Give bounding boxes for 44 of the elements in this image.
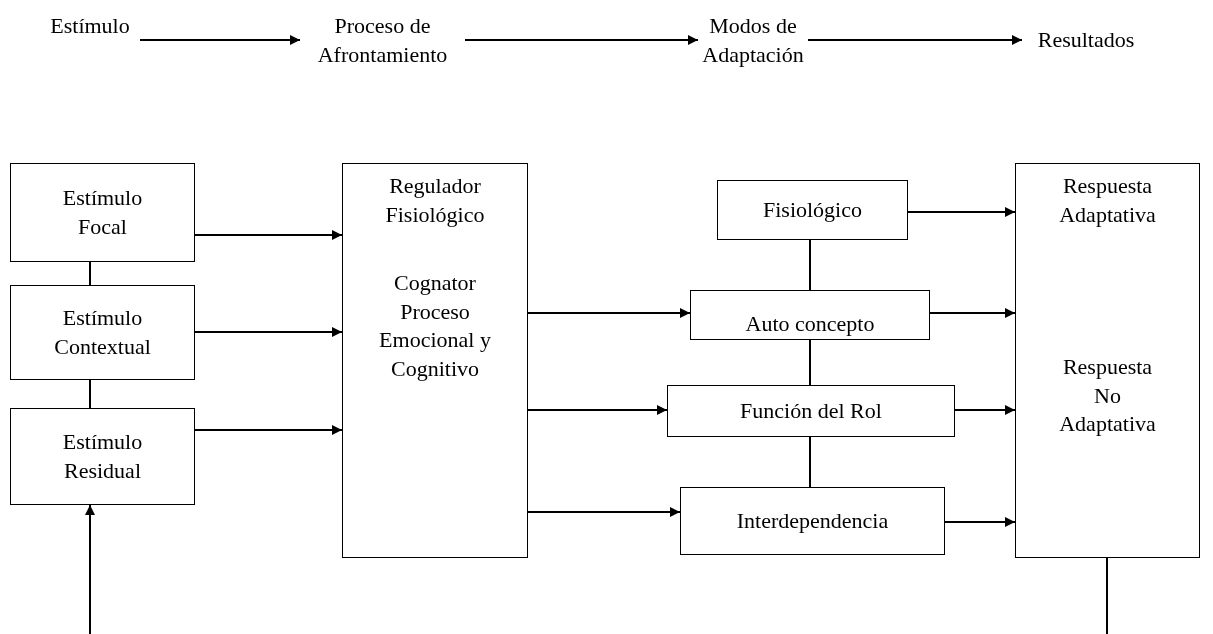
node-text: Respuesta No Adaptativa [1058,353,1157,439]
process-box [1015,163,1200,558]
node-text: Estímulo Focal [61,183,144,241]
arrow [85,504,95,634]
process-box [10,408,195,505]
arrow [527,405,668,415]
arrow [527,507,681,517]
connector-line [809,239,811,291]
node-text: Respuesta Adaptativa [1058,172,1157,229]
node-text: Función del Rol [740,396,882,425]
node-text: Cognator Proceso Emocional y Cognitivo [378,269,492,383]
arrow [527,308,691,318]
node-text: Regulador Fisiológico [384,172,486,229]
arrow [929,308,1016,318]
connector-line [1106,557,1108,634]
node-text: Auto concepto [745,310,875,339]
arrow [194,230,343,240]
arrow [139,35,301,45]
arrow [194,425,343,435]
process-box [10,163,195,262]
process-box [680,487,945,555]
node-text: Proceso de Afrontamiento [316,12,449,69]
node-text: Estímulo Contextual [53,303,152,361]
arrow [954,405,1016,415]
node-text: Modos de Adaptación [701,12,805,69]
arrow [194,327,343,337]
process-box [690,290,930,340]
node-text: Resultados [1036,26,1136,54]
process-box [342,163,528,558]
arrow [807,35,1023,45]
node-text: Estímulo [49,12,131,40]
connector-line [89,379,91,409]
arrow [464,35,699,45]
process-box [667,385,955,437]
connector-line [809,436,811,488]
node-text: Interdependencia [736,506,889,535]
node-text: Estímulo Residual [61,427,144,485]
process-box [10,285,195,380]
arrow [907,207,1016,217]
node-text: Fisiológico [763,195,862,224]
connector-line [89,261,91,286]
arrow [944,517,1016,527]
process-box [717,180,908,240]
connector-line [809,339,811,386]
